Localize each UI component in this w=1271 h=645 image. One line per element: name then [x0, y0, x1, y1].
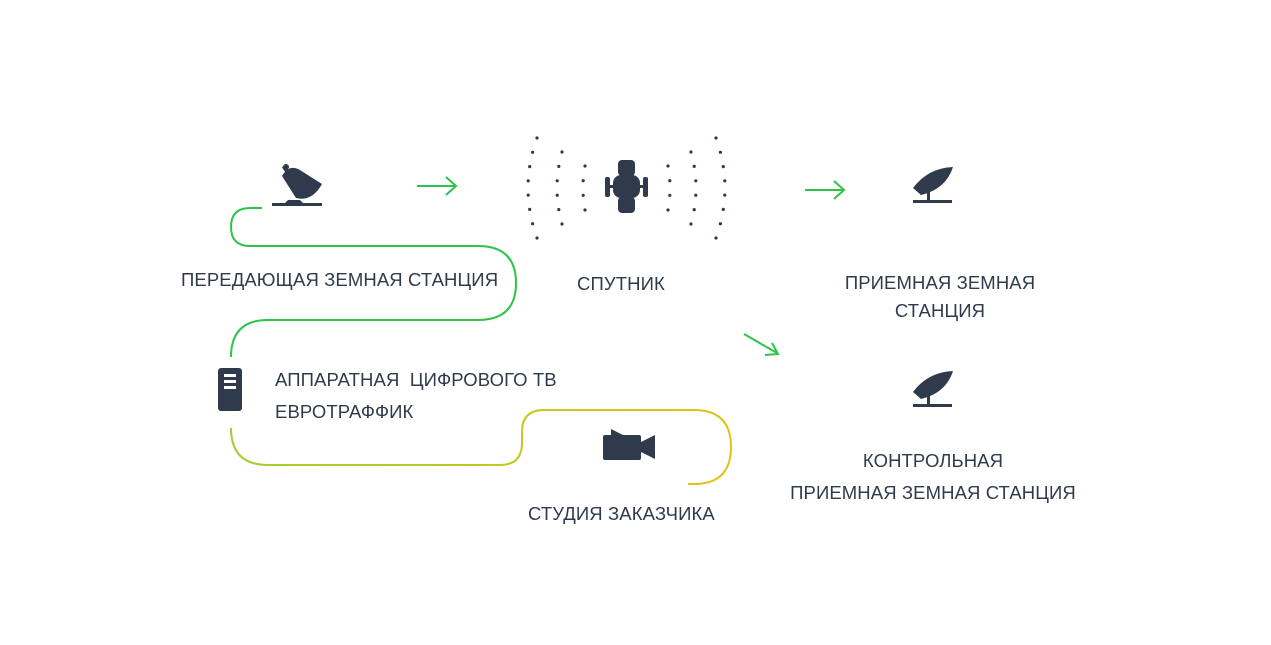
- signal-dot: [694, 179, 698, 183]
- signal-dot: [560, 150, 564, 154]
- signal-dot: [583, 208, 587, 212]
- arrow-to-satellite: [417, 176, 458, 196]
- signal-dot: [689, 222, 693, 226]
- hardware-room-label-line1: АППАРАТНАЯ ЦИФРОВОГО ТВ: [275, 369, 557, 390]
- receive-station-label-line2: СТАНЦИЯ: [894, 300, 986, 321]
- signal-dot: [668, 179, 672, 183]
- signal-dot: [581, 193, 585, 197]
- signal-dot: [723, 193, 727, 197]
- signal-dot: [666, 208, 670, 212]
- signal-dot: [560, 222, 564, 226]
- signal-dot: [714, 136, 718, 140]
- signal-dot: [535, 136, 539, 140]
- video-camera-icon: [603, 429, 655, 460]
- signal-dot: [694, 193, 698, 197]
- control-station-label-line2: ПРИЕМНАЯ ЗЕМНАЯ СТАНЦИЯ: [790, 482, 1076, 503]
- signal-dot: [692, 208, 696, 212]
- receive-station-label: ПРИЕМНАЯ ЗЕМНАЯ СТАНЦИЯ: [840, 269, 1040, 325]
- signal-dot: [721, 165, 725, 169]
- satellite-icon: [605, 160, 648, 213]
- signal-dot: [531, 222, 535, 226]
- signal-dot: [555, 179, 559, 183]
- receiving-dish-icon: [913, 167, 953, 203]
- signal-dot: [526, 179, 530, 183]
- signal-dot: [555, 193, 559, 197]
- signal-dot: [531, 150, 535, 154]
- signal-dot: [557, 208, 561, 212]
- signal-dot: [692, 164, 696, 168]
- receive-station-label-line1: ПРИЕМНАЯ ЗЕМНАЯ: [844, 272, 1036, 293]
- signal-waves: [526, 136, 727, 240]
- signal-dot: [689, 150, 693, 154]
- link-hardware-to-studio: [230, 409, 733, 485]
- signal-dot: [714, 236, 718, 240]
- signal-dot: [718, 150, 723, 154]
- arrow-to-control-station: [743, 333, 780, 356]
- signal-dot: [668, 193, 672, 197]
- hardware-room-label: АППАРАТНАЯ ЦИФРОВОГО ТВ ЕВРОТРАФФИК: [275, 364, 557, 428]
- receiving-dish-icon: [913, 371, 953, 407]
- signal-dot: [721, 207, 725, 211]
- signal-dot: [528, 165, 532, 169]
- server-icon: [218, 368, 242, 411]
- signal-dot: [526, 193, 530, 197]
- hardware-room-label-line2: ЕВРОТРАФФИК: [275, 401, 414, 422]
- studio-label: СТУДИЯ ЗАКАЗЧИКА: [528, 503, 715, 524]
- signal-dot: [718, 222, 723, 226]
- signal-dot: [535, 236, 539, 240]
- satellite-dish-icon: [272, 164, 322, 206]
- signal-dot: [666, 164, 670, 168]
- transmit-station-label: ПЕРЕДАЮЩАЯ ЗЕМНАЯ СТАНЦИЯ: [181, 269, 499, 290]
- signal-dot: [528, 207, 532, 211]
- signal-dot: [723, 179, 727, 183]
- arrow-to-receive-station: [805, 180, 846, 200]
- link-transmit-to-hardware: [229, 207, 518, 358]
- signal-dot: [581, 179, 585, 183]
- control-station-label-line1: КОНТРОЛЬНАЯ: [862, 450, 1004, 471]
- signal-dot: [583, 164, 587, 168]
- satellite-label: СПУТНИК: [577, 273, 665, 294]
- signal-dot: [557, 164, 561, 168]
- control-station-label: КОНТРОЛЬНАЯ ПРИЕМНАЯ ЗЕМНАЯ СТАНЦИЯ: [783, 445, 1083, 509]
